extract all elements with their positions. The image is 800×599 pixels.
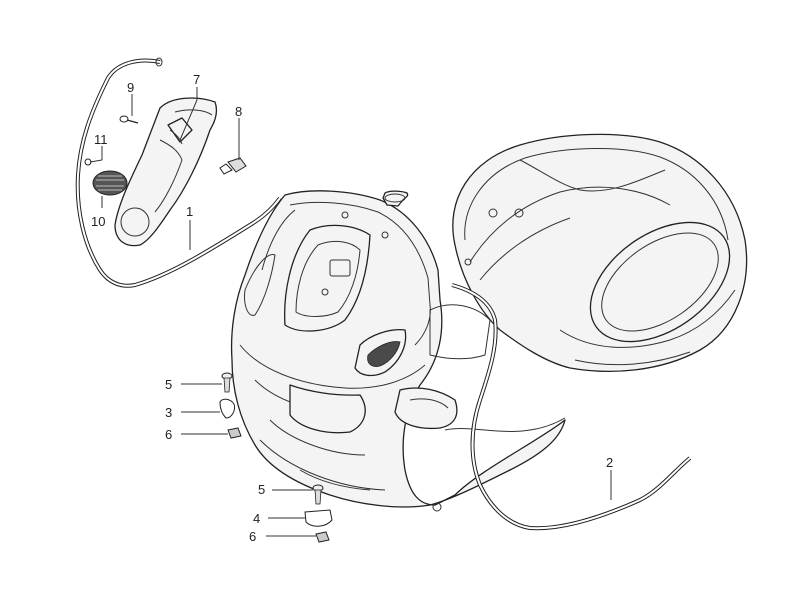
callout-8: 8	[235, 104, 242, 119]
callout-11: 11	[94, 132, 108, 147]
callout-5-upper: 5	[165, 377, 172, 392]
callout-4: 4	[253, 511, 260, 526]
callout-6-lower: 6	[249, 529, 256, 544]
nut-6-upper	[227, 427, 242, 439]
screw-5-upper	[221, 372, 233, 393]
callout-10: 10	[91, 214, 105, 229]
leader-lines	[89, 87, 612, 537]
rear-body-shell	[452, 133, 748, 372]
clip-4	[304, 509, 333, 527]
screw-9	[119, 115, 139, 124]
callout-5-lower: 5	[258, 482, 265, 497]
horn-cover-panel	[114, 97, 217, 247]
callout-6-upper: 6	[165, 427, 172, 442]
screw-5-lower	[312, 484, 324, 505]
grille-badge	[92, 170, 128, 196]
nut-6-lower	[315, 531, 330, 543]
callout-9: 9	[127, 80, 134, 95]
trim-strip-1	[75, 57, 282, 288]
callout-2: 2	[606, 455, 613, 470]
callout-3: 3	[165, 405, 172, 420]
callout-1: 1	[186, 204, 193, 219]
front-shield	[230, 190, 566, 512]
clip-3	[219, 398, 235, 419]
trim-strip-2	[451, 283, 692, 531]
fastener-8	[219, 157, 247, 175]
callout-7: 7	[193, 72, 200, 87]
